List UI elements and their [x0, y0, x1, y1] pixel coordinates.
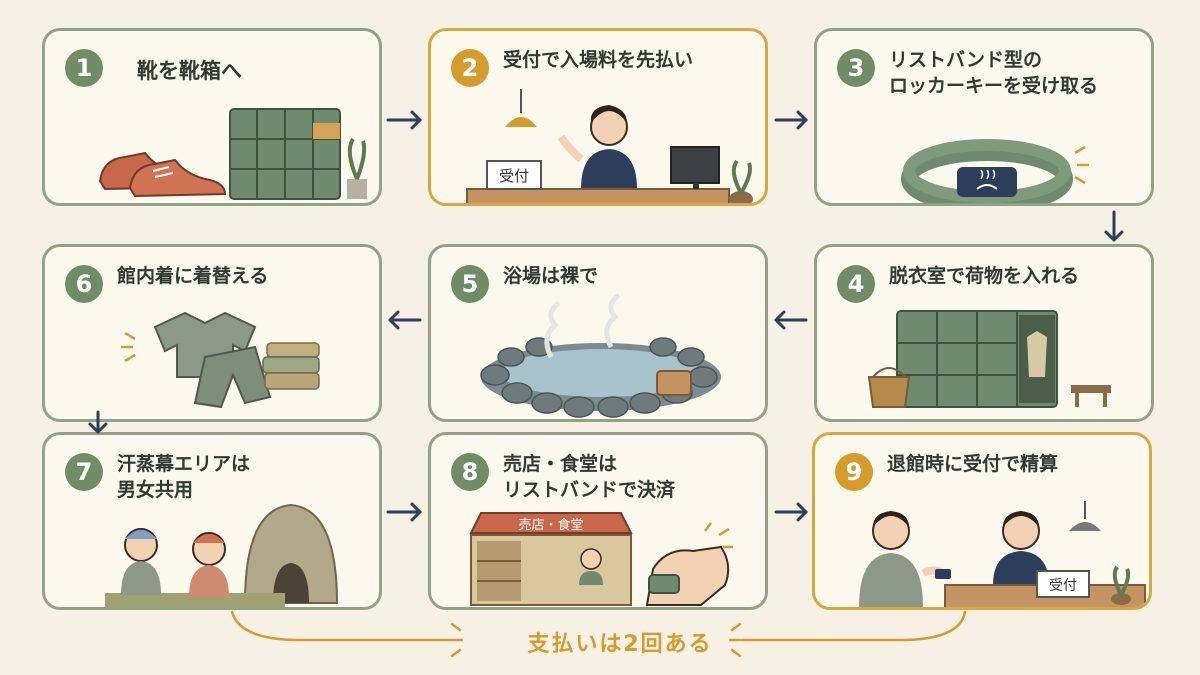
sauna-dome-icon	[105, 503, 339, 607]
checkout-icon: 受付	[859, 501, 1146, 607]
shop-stall-icon: 売店・食堂	[469, 512, 733, 606]
step-number: 2	[451, 49, 489, 87]
step-title: 売店・食堂は リストバンドで決済	[503, 453, 675, 502]
shoe-icon	[98, 108, 367, 200]
step-number: 3	[837, 49, 875, 87]
payment-note: 支払いは2回ある	[527, 632, 713, 657]
step-4-card: 4 脱衣室で荷物を入れる	[814, 244, 1154, 422]
clothes-icon	[121, 311, 320, 409]
step-7-card: 7 汗蒸幕エリアは 男女共用	[42, 432, 382, 610]
step-1-card: 1 靴を靴箱へ	[42, 28, 382, 206]
step-number: 1	[65, 49, 103, 87]
arrow-right-icon	[386, 502, 422, 522]
arrow-left-icon	[774, 310, 808, 330]
step-2-card: 2 受付で入場料を先払い 受付	[428, 28, 768, 206]
step-9-card: 9 退館時に受付で精算 受付	[812, 432, 1152, 610]
step-title: 靴を靴箱へ	[137, 59, 242, 83]
arrow-right-icon	[774, 110, 808, 130]
step-number: 9	[835, 453, 873, 491]
wristband-icon	[901, 139, 1089, 203]
arrow-left-icon	[388, 310, 422, 330]
step-number: 4	[837, 265, 875, 303]
reception-sign: 受付	[499, 167, 529, 185]
arrow-right-icon	[386, 110, 422, 130]
shop-sign: 売店・食堂	[518, 517, 583, 533]
payment-connector	[230, 610, 967, 658]
step-5-card: 5 浴場は裸で	[428, 244, 768, 422]
step-number: 7	[65, 453, 103, 491]
locker-icon	[867, 310, 1111, 408]
step-number: 8	[451, 453, 489, 491]
step-number: 6	[65, 265, 103, 303]
arrow-right-icon	[774, 502, 808, 522]
arrow-down-icon	[88, 410, 108, 434]
step-6-card: 6 館内着に着替える	[42, 244, 382, 422]
step-title: 館内着に着替える	[117, 265, 269, 287]
step-title: 脱衣室で荷物を入れる	[889, 265, 1080, 287]
reception-icon: 受付	[466, 89, 753, 203]
step-number: 5	[451, 265, 489, 303]
hot-spring-icon	[480, 292, 721, 418]
arrow-down-icon	[1104, 210, 1124, 242]
step-title: リストバンド型の ロッカーキーを受け取る	[889, 49, 1099, 98]
step-title: 汗蒸幕エリアは 男女共用	[117, 453, 251, 502]
step-title: 受付で入場料を先払い	[503, 49, 694, 71]
step-8-card: 8 売店・食堂は リストバンドで決済 売店・食堂	[428, 432, 768, 610]
step-3-card: 3 リストバンド型の ロッカーキーを受け取る	[814, 28, 1154, 206]
reception-sign: 受付	[1049, 578, 1077, 594]
step-title: 浴場は裸で	[503, 265, 599, 287]
step-title: 退館時に受付で精算	[887, 453, 1059, 475]
